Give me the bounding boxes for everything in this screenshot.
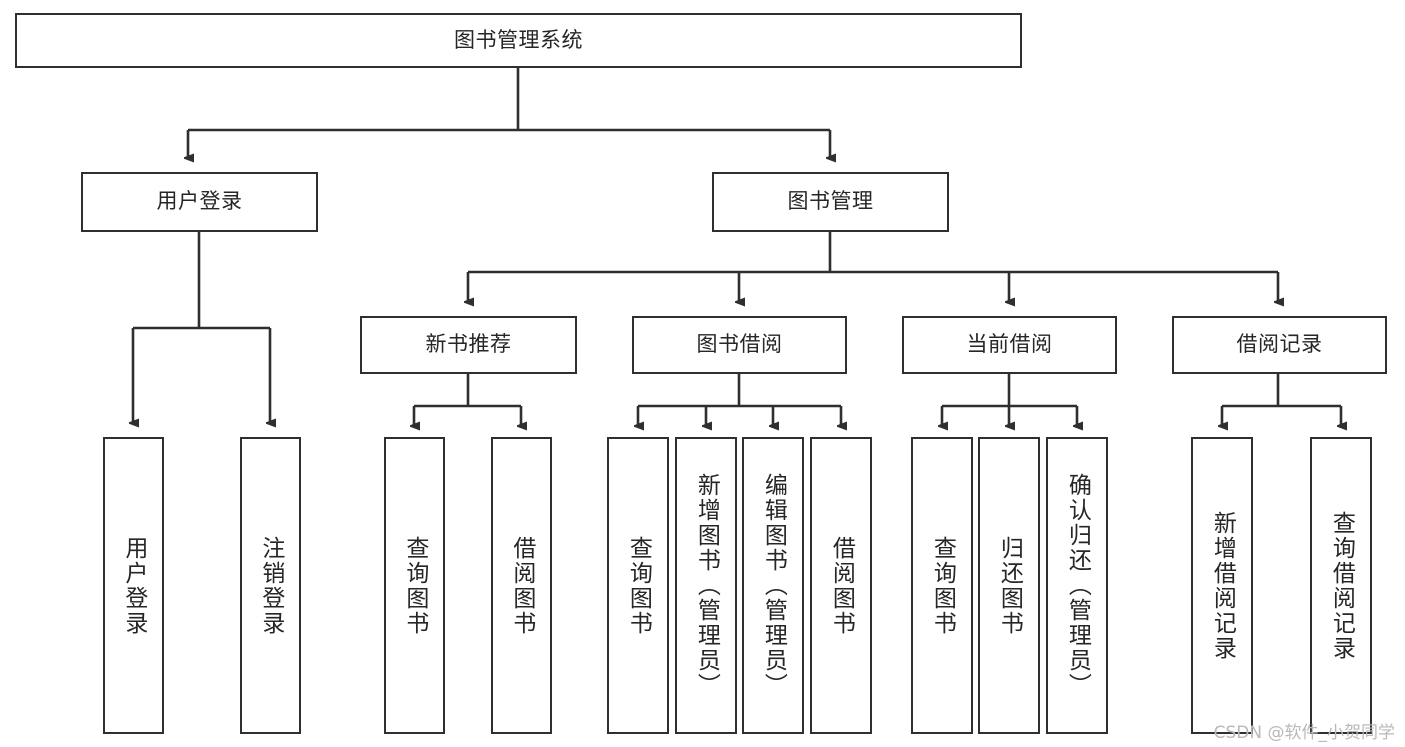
leaf-add-borrow-record[interactable]: 新增借阅记录 bbox=[1191, 437, 1253, 734]
node-book-borrow[interactable]: 图书借阅 bbox=[632, 316, 847, 374]
leaf-logout[interactable]: 注销登录 bbox=[240, 437, 301, 734]
node-user-login-label: 用户登录 bbox=[156, 189, 243, 214]
leaf-user-login-label: 用户登录 bbox=[120, 535, 147, 636]
node-book-manage-label: 图书管理 bbox=[787, 189, 874, 214]
node-borrow-record[interactable]: 借阅记录 bbox=[1172, 316, 1387, 374]
leaf-query-book-1[interactable]: 查询图书 bbox=[384, 437, 445, 734]
leaf-query-book-2-label: 查询图书 bbox=[625, 535, 652, 636]
leaf-borrow-book-2[interactable]: 借阅图书 bbox=[810, 437, 872, 734]
leaf-logout-label: 注销登录 bbox=[257, 535, 284, 636]
leaf-user-login[interactable]: 用户登录 bbox=[103, 437, 164, 734]
leaf-return-book[interactable]: 归还图书 bbox=[978, 437, 1040, 734]
node-user-login[interactable]: 用户登录 bbox=[81, 172, 318, 232]
watermark: CSDN @软件_小贺同学 bbox=[1213, 723, 1395, 743]
leaf-query-book-3-label: 查询图书 bbox=[929, 535, 956, 636]
leaf-query-book-2[interactable]: 查询图书 bbox=[607, 437, 669, 734]
leaf-edit-book-admin-label: 编辑图书（管理员） bbox=[760, 473, 787, 698]
leaf-query-borrow-record-label: 查询借阅记录 bbox=[1328, 510, 1355, 661]
node-root[interactable]: 图书管理系统 bbox=[15, 13, 1022, 68]
node-book-borrow-label: 图书借阅 bbox=[696, 332, 783, 357]
leaf-add-book-admin-label: 新增图书（管理员） bbox=[693, 473, 720, 698]
node-book-manage[interactable]: 图书管理 bbox=[712, 172, 949, 232]
node-new-book-recommend[interactable]: 新书推荐 bbox=[360, 316, 577, 374]
leaf-add-book-admin[interactable]: 新增图书（管理员） bbox=[675, 437, 737, 734]
leaf-edit-book-admin[interactable]: 编辑图书（管理员） bbox=[742, 437, 804, 734]
leaf-query-borrow-record[interactable]: 查询借阅记录 bbox=[1310, 437, 1372, 734]
leaf-query-book-1-label: 查询图书 bbox=[401, 535, 428, 636]
node-borrow-record-label: 借阅记录 bbox=[1236, 332, 1323, 357]
leaf-borrow-book-2-label: 借阅图书 bbox=[828, 535, 855, 636]
leaf-return-book-label: 归还图书 bbox=[996, 535, 1023, 636]
leaf-add-borrow-record-label: 新增借阅记录 bbox=[1209, 510, 1236, 661]
node-current-borrow-label: 当前借阅 bbox=[966, 332, 1053, 357]
leaf-query-book-3[interactable]: 查询图书 bbox=[911, 437, 973, 734]
node-new-book-recommend-label: 新书推荐 bbox=[425, 332, 512, 357]
leaf-borrow-book-1[interactable]: 借阅图书 bbox=[491, 437, 552, 734]
leaf-borrow-book-1-label: 借阅图书 bbox=[508, 535, 535, 636]
node-root-label: 图书管理系统 bbox=[454, 27, 583, 52]
node-current-borrow[interactable]: 当前借阅 bbox=[902, 316, 1117, 374]
leaf-confirm-return-admin[interactable]: 确认归还（管理员） bbox=[1046, 437, 1108, 734]
leaf-confirm-return-admin-label: 确认归还（管理员） bbox=[1064, 473, 1091, 698]
